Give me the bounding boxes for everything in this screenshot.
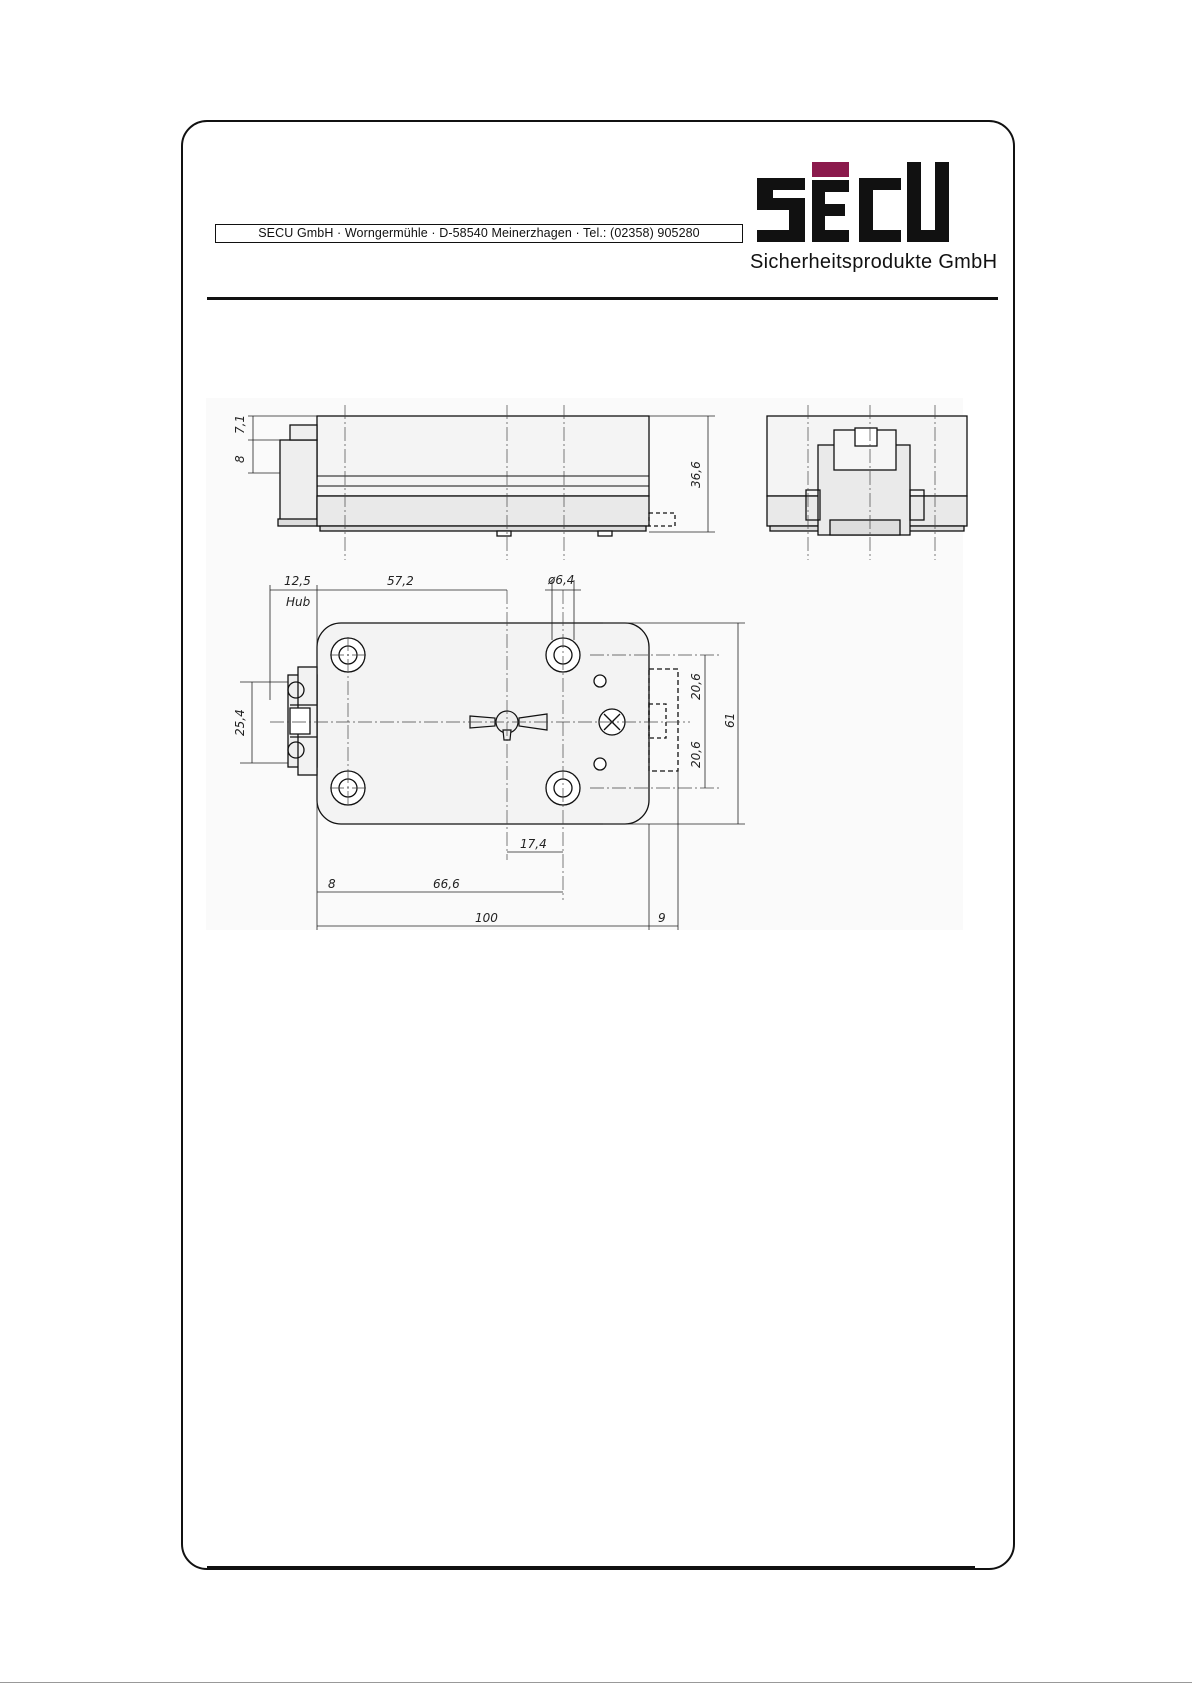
end-view [767, 416, 967, 535]
dim-36-6: 36,6 [689, 461, 703, 488]
dim-66-6: 66,6 [433, 877, 460, 891]
dim-25-4: 25,4 [233, 709, 247, 736]
dim-61: 61 [723, 713, 737, 728]
side-view [278, 416, 675, 536]
dim-9: 9 [658, 911, 666, 925]
dim-12-5: 12,5 [284, 574, 311, 588]
dim-7-1: 7,1 [233, 415, 247, 434]
dim-57-2: 57,2 [387, 574, 414, 588]
dim-100: 100 [475, 911, 498, 925]
dim-hub: Hub [286, 595, 311, 609]
dim-8-bottom: 8 [328, 877, 336, 891]
dim-8-side: 8 [233, 455, 247, 463]
bottom-rule [0, 1682, 1192, 1683]
dim-6-4: ø6,4 [547, 573, 574, 587]
dim-17-4: 17,4 [520, 837, 547, 851]
footer-rule [207, 1566, 975, 1568]
technical-drawing: 7,1 8 36,6 [0, 0, 1192, 1000]
dim-20-6-top: 20,6 [689, 673, 703, 700]
dim-20-6-bottom: 20,6 [689, 741, 703, 768]
